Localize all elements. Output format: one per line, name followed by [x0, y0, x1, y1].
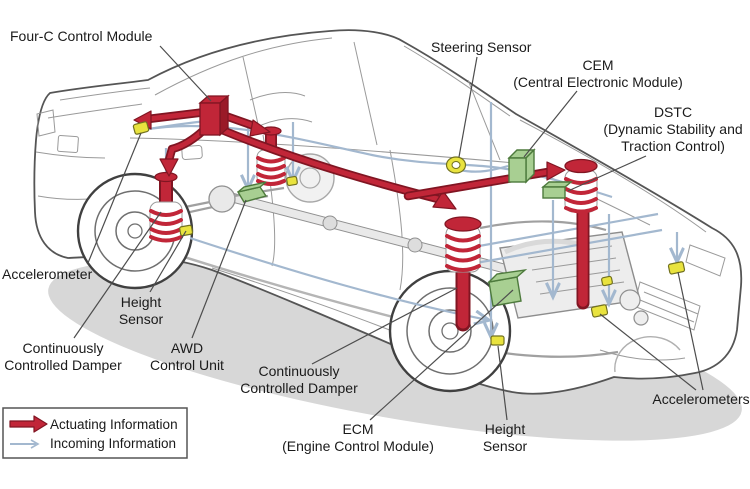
label-steering-sensor: Steering Sensor [431, 39, 532, 55]
label-awd-control-unit: AWD Control Unit [150, 340, 224, 373]
label-four-c-control-module: Four-C Control Module [10, 28, 153, 44]
label-ecm: ECM (Engine Control Module) [282, 421, 434, 454]
legend: Actuating Information Incoming Informati… [2, 407, 188, 459]
dstc-module [541, 181, 573, 199]
labels: Four-C Control Module Steering Sensor CE… [2, 28, 750, 454]
label-height-sensor-front: Height Sensor [483, 421, 528, 454]
label-text: Control Unit [150, 357, 224, 373]
legend-label: Incoming Information [50, 436, 176, 451]
label-cem: CEM (Central Electronic Module) [513, 57, 683, 90]
label-height-sensor-rear: Height Sensor [119, 294, 164, 327]
rear-right-sensor [286, 175, 298, 187]
ecm-module [486, 268, 528, 307]
label-text: Continuously [259, 363, 340, 379]
sensors [132, 121, 686, 346]
label-text: Steering Sensor [431, 39, 532, 55]
label-text: Height [485, 421, 526, 437]
label-text: (Engine Control Module) [282, 438, 434, 454]
label-text: Sensor [119, 311, 164, 327]
label-text: Controlled Damper [4, 357, 122, 373]
rear-height-sensor [179, 224, 194, 237]
leader-lines [73, 45, 704, 421]
rear-accelerometer-sensor [132, 121, 150, 135]
label-accelerometer-rear: Accelerometer [2, 266, 93, 282]
label-text: (Central Electronic Module) [513, 74, 683, 90]
front-extra-sensor [601, 275, 613, 287]
label-text: AWD [171, 340, 203, 356]
front-height-sensor [490, 335, 505, 346]
label-text: Accelerometers [652, 391, 749, 407]
label-accelerometers-front: Accelerometers [652, 391, 749, 407]
rear-left-damper [149, 171, 183, 243]
label-text: Traction Control) [621, 138, 725, 154]
label-text: Accelerometer [2, 266, 93, 282]
awd-control-unit-box [236, 181, 268, 203]
front-accelerometer-b [667, 261, 686, 275]
label-text: Continuously [23, 340, 104, 356]
cem-module [507, 148, 536, 184]
steering-sensor-disc [445, 156, 467, 174]
label-dstc: DSTC (Dynamic Stability and Traction Con… [603, 104, 742, 154]
label-text: Controlled Damper [240, 380, 358, 396]
label-text: Four-C Control Module [10, 28, 153, 44]
label-text: (Dynamic Stability and [603, 121, 742, 137]
actuating-arrow-icon [9, 415, 48, 433]
front-left-damper [444, 216, 482, 332]
label-text: Height [121, 294, 162, 310]
legend-label: Actuating Information [50, 417, 178, 432]
front-right-damper [564, 158, 598, 310]
label-ccd-front: Continuously Controlled Damper [240, 363, 358, 396]
label-ccd-rear: Continuously Controlled Damper [4, 340, 122, 373]
front-accelerometer-a [590, 304, 609, 318]
label-text: Sensor [483, 438, 528, 454]
four-c-module-box [198, 94, 230, 137]
label-text: ECM [342, 421, 373, 437]
incoming-arrow-icon [10, 439, 40, 449]
label-text: DSTC [654, 104, 692, 120]
label-text: CEM [582, 57, 613, 73]
